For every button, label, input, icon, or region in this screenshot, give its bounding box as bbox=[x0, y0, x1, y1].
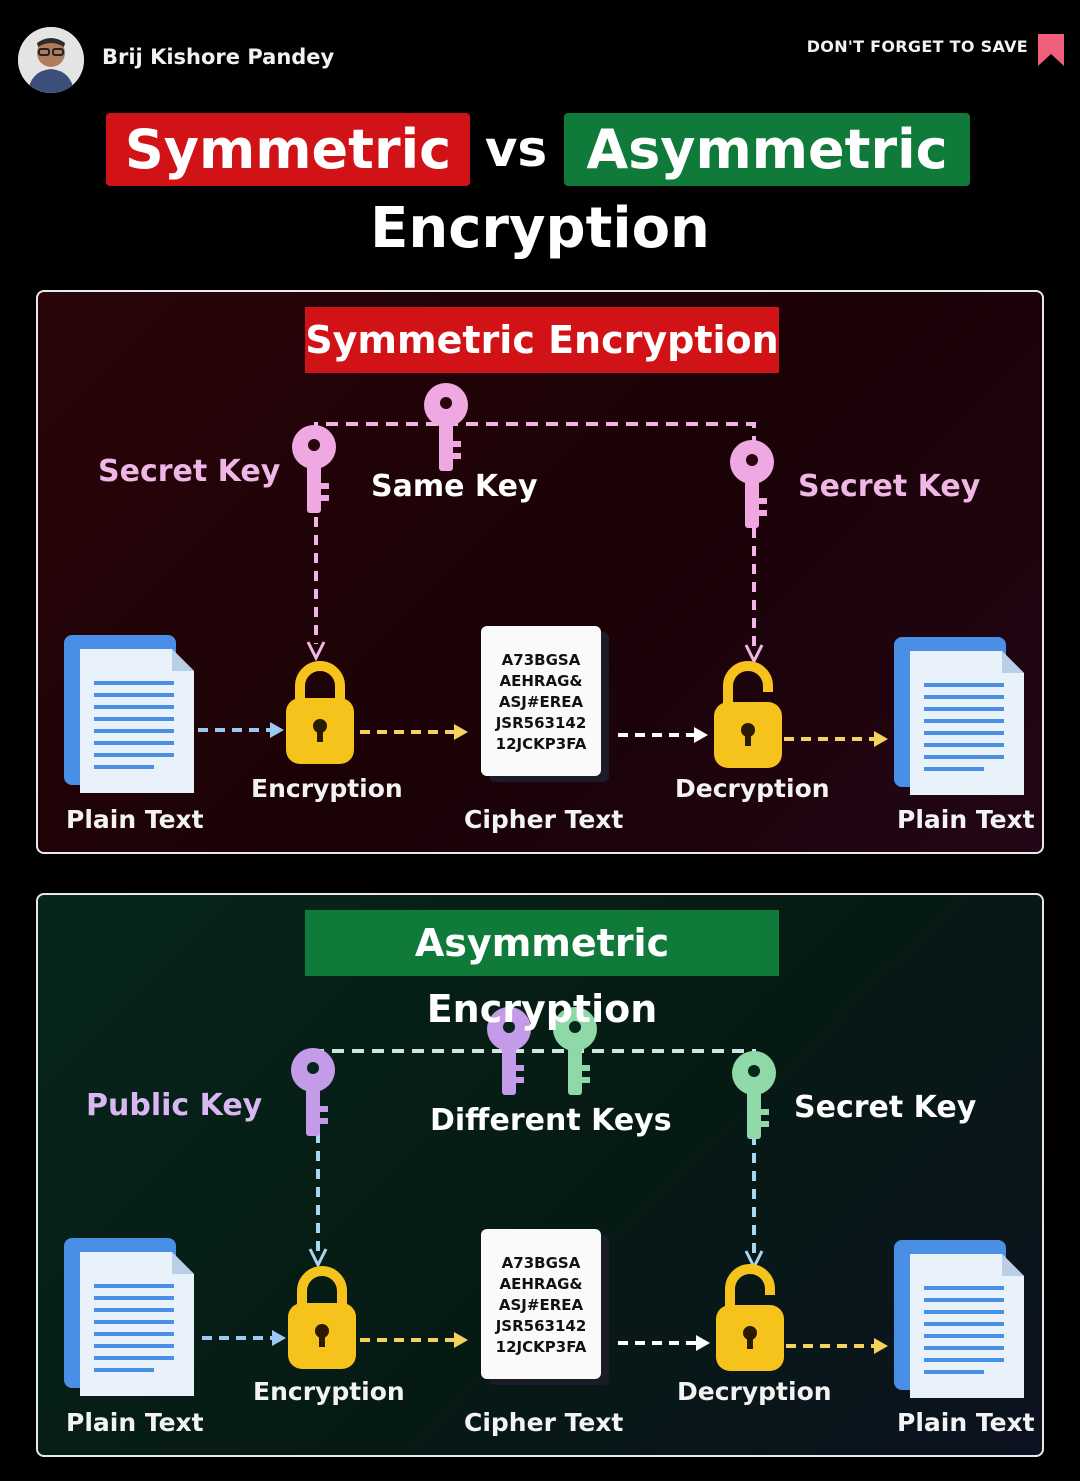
public-key-center-icon bbox=[487, 1007, 531, 1095]
title-symmetric: Symmetric bbox=[106, 113, 470, 186]
symmetric-title: Symmetric Encryption bbox=[305, 307, 779, 373]
main-title: Symmetric vs Asymmetric bbox=[0, 113, 1080, 189]
cipher-text-label: Cipher Text bbox=[464, 805, 624, 834]
save-reminder: DON'T FORGET TO SAVE bbox=[806, 37, 1028, 56]
bookmark-icon[interactable] bbox=[1036, 32, 1066, 68]
secret-key-right-icon bbox=[732, 1051, 776, 1139]
title-asymmetric: Asymmetric bbox=[564, 113, 970, 186]
encryption-lock-icon bbox=[288, 1266, 356, 1369]
asymmetric-diagram bbox=[64, 1007, 1024, 1398]
asymmetric-panel: Asymmetric Encryption Public Key Differe… bbox=[36, 893, 1044, 1457]
plain-text-left-label: Plain Text bbox=[66, 1408, 204, 1437]
public-key-label: Public Key bbox=[86, 1088, 263, 1123]
plain-text-right-label: Plain Text bbox=[897, 1408, 1035, 1437]
same-key-label: Same Key bbox=[371, 469, 538, 504]
encryption-lock-icon bbox=[286, 661, 354, 764]
secret-key-right-label: Secret Key bbox=[794, 1090, 977, 1125]
author-avatar bbox=[18, 27, 84, 93]
same-key-icon bbox=[424, 383, 468, 471]
secret-key-left-icon bbox=[292, 425, 336, 513]
decryption-label: Decryption bbox=[675, 774, 830, 803]
cipher-line: JSR563142 bbox=[495, 1317, 587, 1335]
decryption-lock-icon bbox=[716, 1264, 784, 1371]
encryption-label: Encryption bbox=[253, 1377, 405, 1406]
public-key-left-icon bbox=[291, 1048, 335, 1136]
plain-text-right-icon bbox=[894, 1240, 1024, 1398]
plain-text-right-icon bbox=[894, 637, 1024, 795]
secret-key-left-label: Secret Key bbox=[98, 454, 281, 489]
decryption-label: Decryption bbox=[677, 1377, 832, 1406]
title-vs: vs bbox=[484, 120, 548, 178]
cipher-line: 12JCKP3FA bbox=[495, 735, 587, 753]
cipher-text-card: A73BGSA AEHRAG& ASJ#EREA JSR563142 12JCK… bbox=[481, 626, 601, 776]
cipher-line: AEHRAG& bbox=[499, 1275, 583, 1293]
secret-key-right-label: Secret Key bbox=[798, 469, 981, 504]
asymmetric-title: Asymmetric Encryption bbox=[305, 910, 779, 1031]
plain-text-left-icon bbox=[64, 635, 194, 793]
cipher-line: 12JCKP3FA bbox=[495, 1338, 587, 1356]
header: Brij Kishore Pandey DON'T FORGET TO SAVE bbox=[0, 0, 1080, 110]
title-subtitle: Encryption bbox=[370, 196, 710, 261]
encryption-label: Encryption bbox=[251, 774, 403, 803]
symmetric-panel: Symmetric Encryption Secret Key Same Key… bbox=[36, 290, 1044, 854]
cipher-line: A73BGSA bbox=[501, 1254, 581, 1272]
secret-key-right-icon bbox=[730, 440, 774, 528]
cipher-line: A73BGSA bbox=[501, 651, 581, 669]
author-name: Brij Kishore Pandey bbox=[102, 45, 335, 69]
cipher-line: ASJ#EREA bbox=[498, 693, 584, 711]
cipher-line: JSR563142 bbox=[495, 714, 587, 732]
cipher-text-card: A73BGSA AEHRAG& ASJ#EREA JSR563142 12JCK… bbox=[481, 1229, 601, 1379]
secret-key-center-icon bbox=[553, 1007, 597, 1095]
plain-text-left-icon bbox=[64, 1238, 194, 1396]
cipher-line: AEHRAG& bbox=[499, 672, 583, 690]
cipher-line: ASJ#EREA bbox=[498, 1296, 584, 1314]
plain-text-right-label: Plain Text bbox=[897, 805, 1035, 834]
plain-text-left-label: Plain Text bbox=[66, 805, 204, 834]
cipher-text-label: Cipher Text bbox=[464, 1408, 624, 1437]
symmetric-diagram bbox=[64, 383, 1024, 795]
decryption-lock-icon bbox=[714, 661, 782, 768]
different-keys-label: Different Keys bbox=[430, 1103, 672, 1138]
